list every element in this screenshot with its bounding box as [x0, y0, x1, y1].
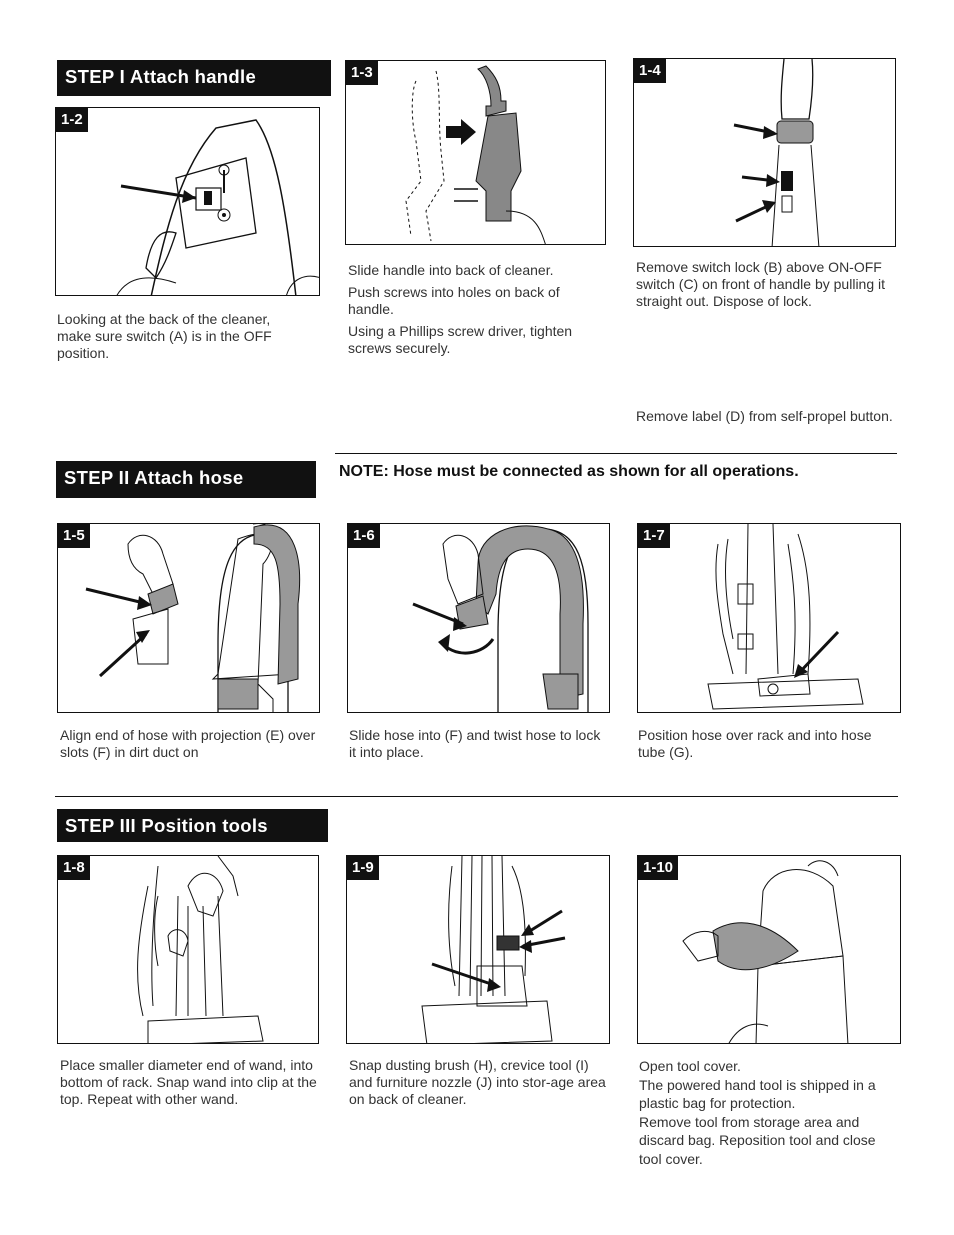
- figure-1-8-illustration: [137, 856, 264, 1043]
- figure-1-7: 1-7: [637, 523, 901, 713]
- figure-1-10: 1-10: [637, 855, 901, 1044]
- caption-1-4b: Remove label (D) from self-propel button…: [636, 408, 893, 424]
- figure-1-8-label: 1-8: [58, 856, 90, 880]
- step-2-header: STEP II Attach hose: [56, 461, 316, 498]
- caption-1-2: Looking at the back of the cleaner, make…: [57, 311, 272, 361]
- figure-1-3-label: 1-3: [346, 61, 378, 85]
- caption-1-5: Align end of hose with projection (E) ov…: [60, 727, 316, 760]
- figure-1-9: 1-9: [346, 855, 610, 1044]
- figure-1-5-illustration: [85, 524, 301, 712]
- figure-1-5-label: 1-5: [58, 524, 90, 548]
- figure-1-9-label: 1-9: [347, 856, 379, 880]
- figure-1-2-illustration: [116, 119, 319, 295]
- figure-1-3-illustration: [405, 65, 546, 244]
- figure-1-2-label: 1-2: [56, 108, 88, 132]
- figure-1-5: 1-5: [57, 523, 320, 713]
- hose-note: NOTE: Hose must be connected as shown fo…: [339, 463, 799, 480]
- step-3-header: STEP III Position tools: [57, 809, 328, 842]
- figure-1-10-label: 1-10: [638, 856, 679, 880]
- caption-1-8: Place smaller diameter end of wand, into…: [60, 1057, 317, 1107]
- figure-1-3: 1-3: [345, 60, 606, 245]
- figure-1-8: 1-8: [57, 855, 319, 1044]
- caption-1-7: Position hose over rack and into hose tu…: [638, 727, 872, 760]
- figure-1-9-illustration: [421, 856, 566, 1043]
- figure-1-6-illustration: [412, 525, 589, 712]
- section-divider: [335, 453, 897, 454]
- caption-1-6: Slide hose into (F) and twist hose to lo…: [349, 727, 601, 760]
- caption-1-4: Remove switch lock (B) above ON-OFF swit…: [636, 259, 886, 309]
- figure-1-4: 1-4: [633, 58, 896, 247]
- caption-1-10: Open tool cover. The powered hand tool i…: [639, 1058, 876, 1167]
- figure-1-4-label: 1-4: [634, 59, 666, 83]
- section-divider-2: [55, 796, 898, 797]
- figure-1-2: 1-2: [55, 107, 320, 296]
- step-1-header: STEP I Attach handle: [57, 60, 331, 96]
- figure-1-6: 1-6: [347, 523, 610, 713]
- caption-1-3: Slide handle into back of cleaner. Push …: [348, 262, 573, 356]
- figure-1-10-illustration: [682, 860, 849, 1043]
- figure-1-7-illustration: [707, 524, 864, 710]
- caption-1-9: Snap dusting brush (H), crevice tool (I)…: [349, 1057, 606, 1107]
- figure-1-4-illustration: [733, 59, 820, 246]
- figure-1-6-label: 1-6: [348, 524, 380, 548]
- figure-1-7-label: 1-7: [638, 524, 670, 548]
